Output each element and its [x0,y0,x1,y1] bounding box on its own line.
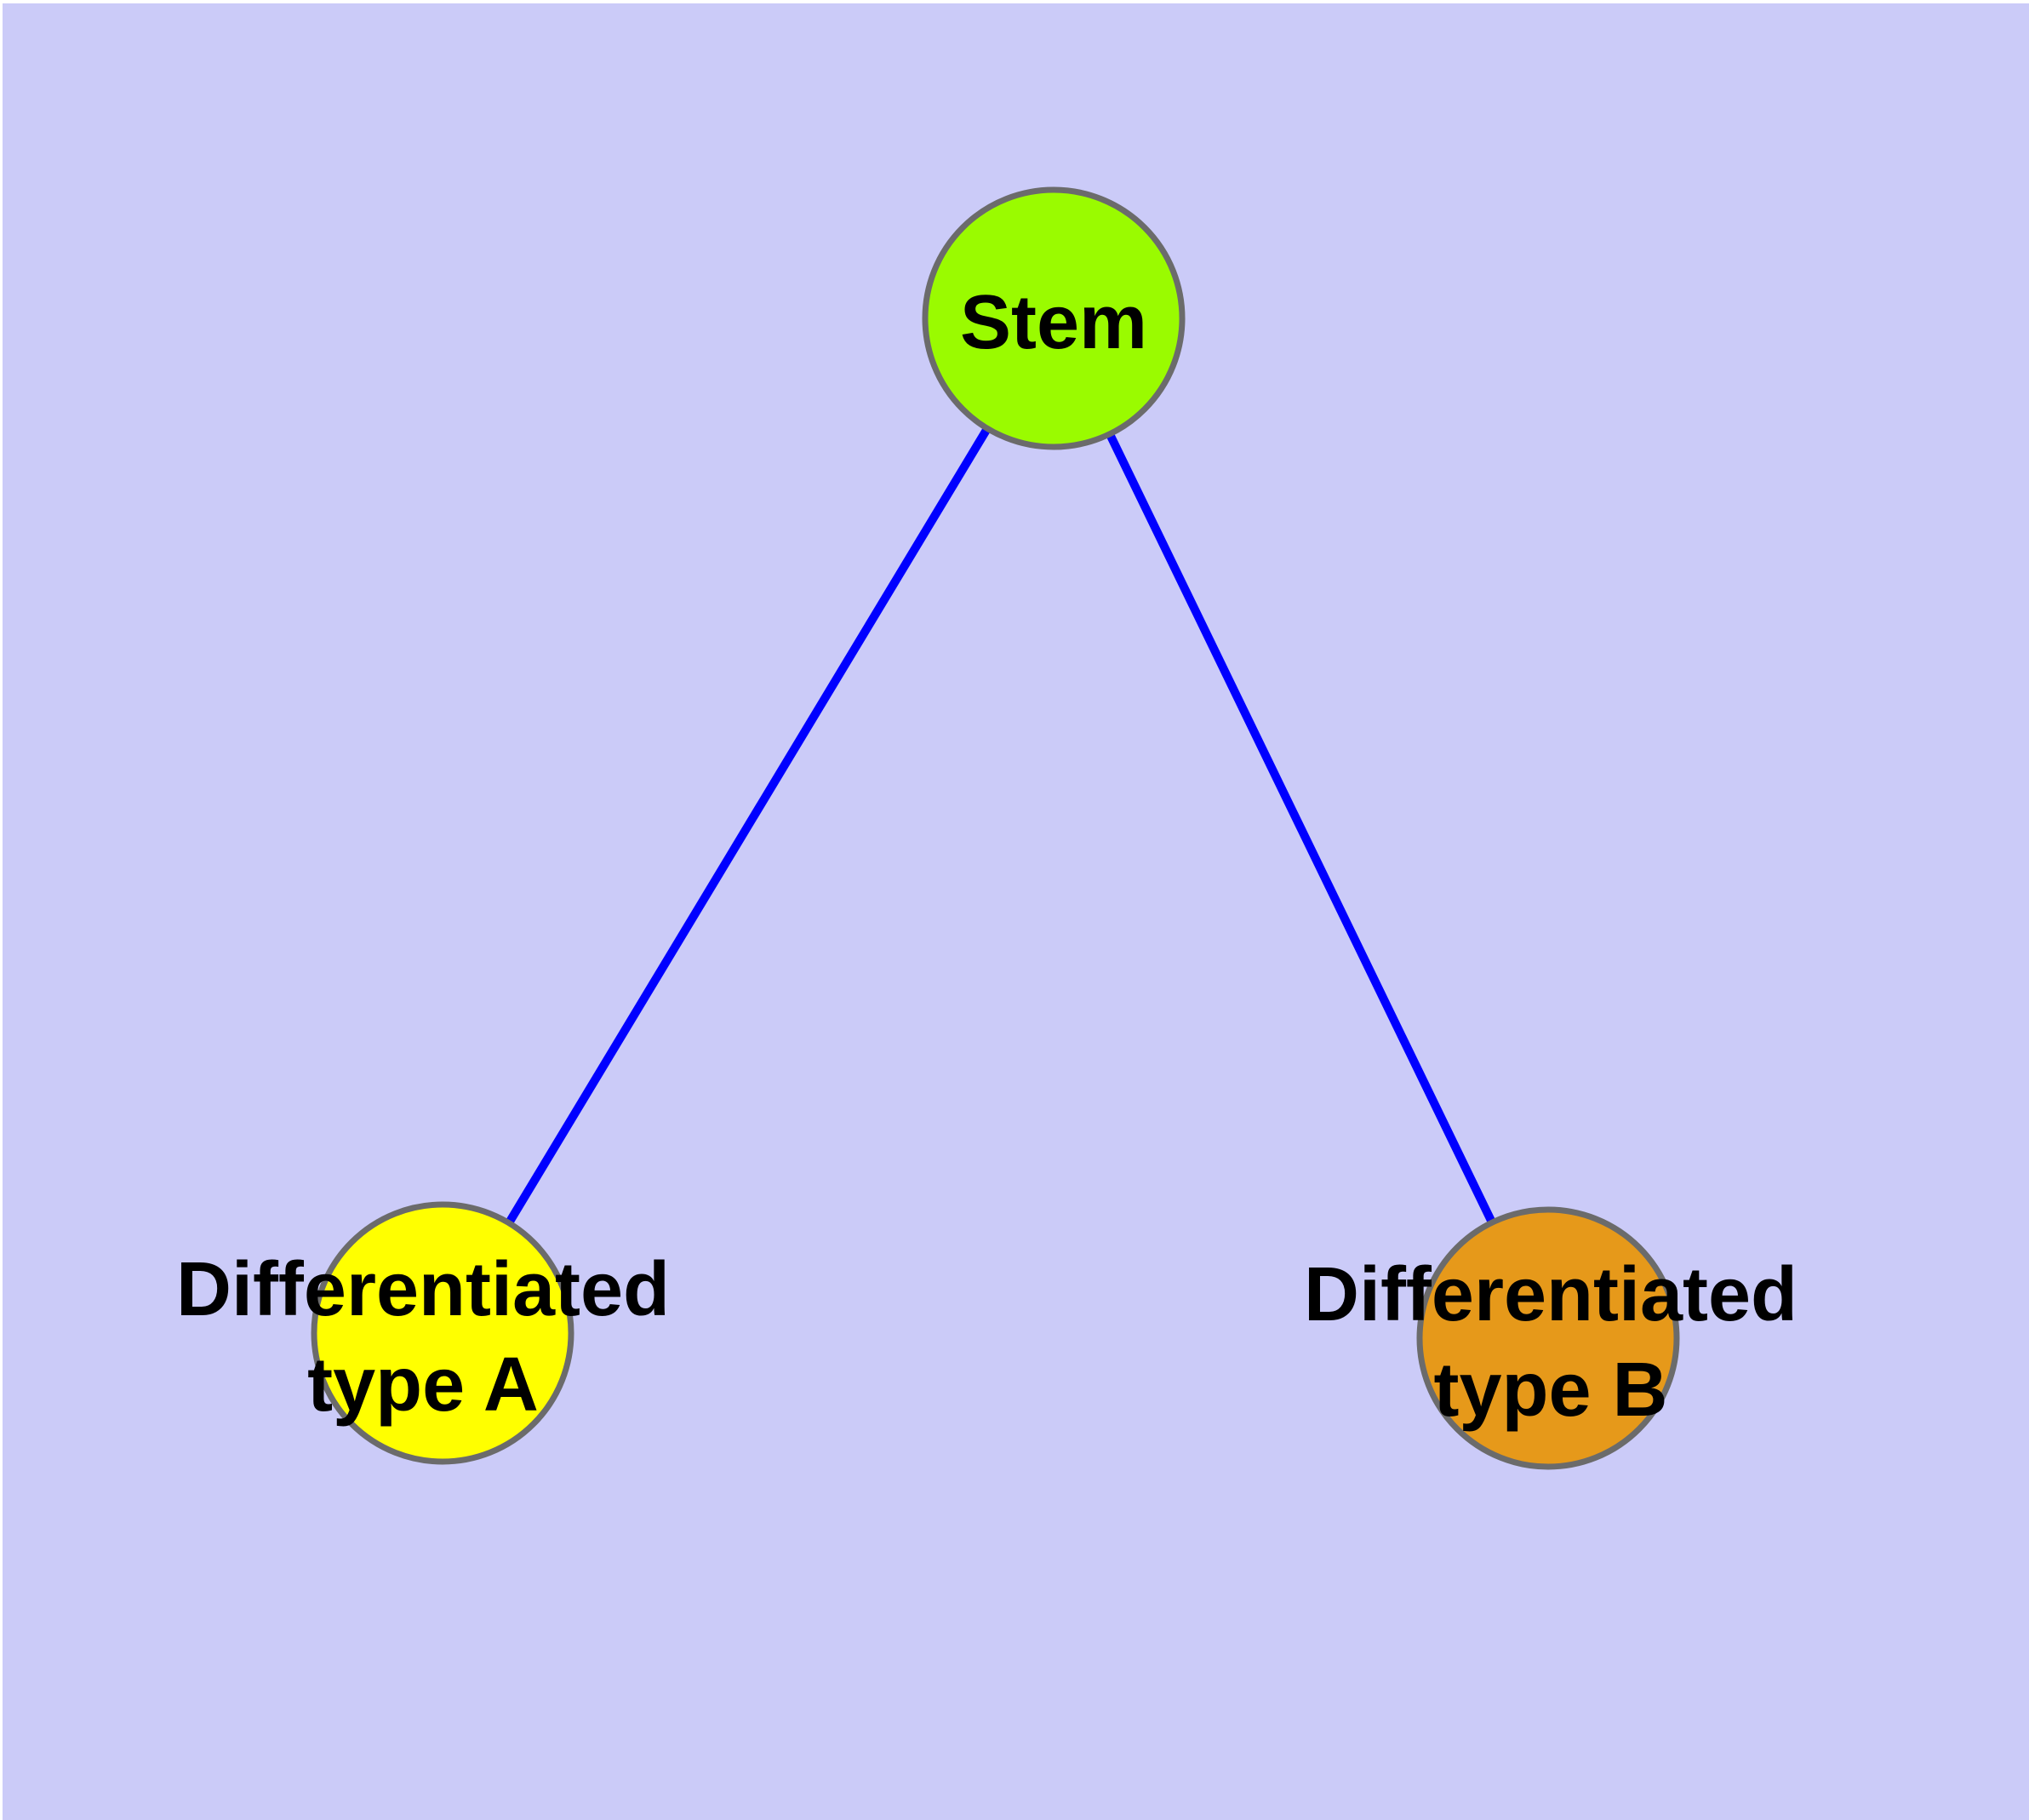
node-type-b-label-line1: Differentiated [1304,1252,1798,1337]
node-differentiated-type-b [1416,1206,1680,1470]
node-stem [922,186,1186,450]
edge-stem-to-type-b [1049,316,1552,1341]
node-type-a-label-line1: Differentiated [176,1247,670,1332]
node-type-b-label-line2: type B [1433,1348,1667,1433]
node-type-a-label-line2: type A [307,1342,539,1428]
node-differentiated-type-a [311,1201,574,1465]
edge-stem-to-type-a [438,316,1058,1336]
node-stem-label: Stem [960,280,1147,365]
